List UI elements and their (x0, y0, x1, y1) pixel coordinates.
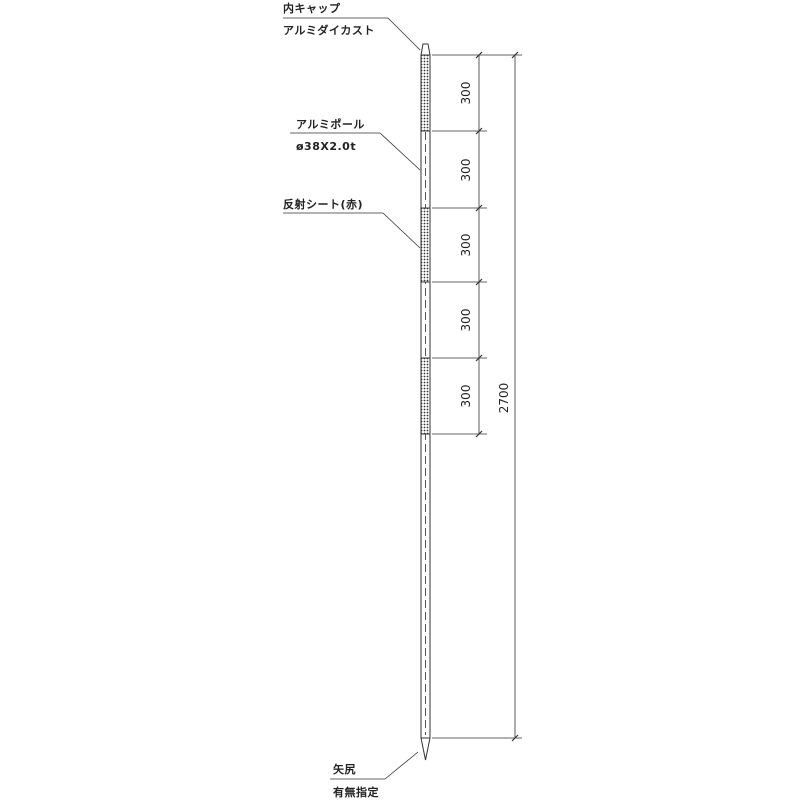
total-dimension: 2700 (432, 51, 522, 742)
callout-inner-cap: 内キャップ アルミダイカスト (283, 1, 421, 51)
pole-label-line2: ø38X2.0t (296, 140, 356, 153)
cap-leader (387, 17, 421, 51)
pole-body (420, 43, 431, 761)
pole-label-line1: アルミポール (296, 117, 365, 131)
total-label: 2700 (497, 383, 511, 414)
top-cap (420, 43, 431, 56)
sheet-label: 反射シート(赤) (283, 197, 363, 211)
arrow-tip (420, 737, 431, 761)
reflective-band-1 (420, 54, 431, 132)
callout-reflective-sheet: 反射シート(赤) (283, 197, 421, 249)
pole-leader (379, 132, 421, 171)
tip-leader (384, 751, 419, 780)
sheet-leader (382, 212, 421, 249)
segment-label-1: 300 (459, 82, 473, 105)
tip-label-line2: 有無指定 (333, 785, 379, 799)
callout-aluminium-pole: アルミポール ø38X2.0t (290, 117, 421, 171)
segment-label-4: 300 (459, 309, 473, 332)
reflective-band-2 (420, 207, 431, 283)
segment-label-3: 300 (459, 234, 473, 257)
tip-label-line1: 矢尻 (333, 762, 356, 776)
reflective-band-3 (420, 357, 431, 435)
cap-label-line2: アルミダイカスト (283, 23, 375, 37)
segment-label-5: 300 (459, 385, 473, 408)
cap-label-line1: 内キャップ (283, 1, 341, 15)
callout-arrow-tip: 矢尻 有無指定 (330, 751, 419, 799)
segment-label-2: 300 (459, 159, 473, 182)
segment-dimensions: 300 300 300 300 300 (432, 51, 487, 438)
